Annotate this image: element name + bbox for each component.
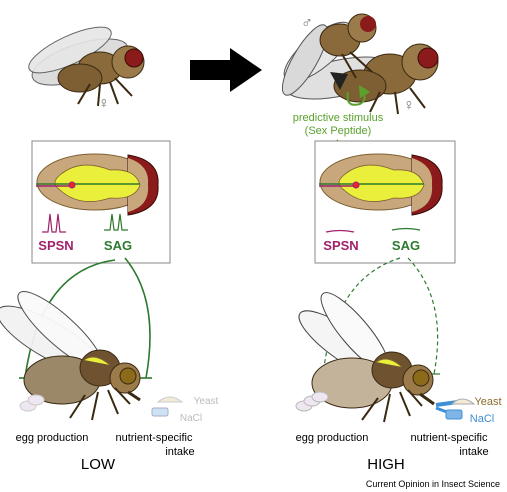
mated-fly-feeding — [295, 292, 476, 423]
low-state-label: LOW — [81, 456, 116, 473]
yeast-label-left: Yeast — [194, 396, 219, 407]
stimulus-label-line1: predictive stimulus — [293, 112, 384, 124]
mated-female-symbol: ♀ — [403, 97, 415, 114]
sag-to-intake-right — [407, 257, 439, 375]
male-symbol: ♂ — [301, 15, 313, 32]
sag-label-left: SAG — [104, 238, 132, 253]
brain-panel-left: SPSN SAG — [31, 140, 171, 264]
intake-label-right-2: intake — [459, 446, 488, 458]
yeast-label-right: Yeast — [474, 396, 501, 408]
virgin-female-symbol: ♀ — [98, 95, 110, 112]
mating-flies: ♂ ♀ — [281, 13, 439, 115]
sag-to-egg-right — [321, 257, 401, 387]
virgin-female-fly: ♀ — [28, 26, 145, 112]
intake-label-right-1: nutrient-specific — [410, 432, 488, 444]
nacl-label-right: NaCl — [470, 413, 494, 425]
spsn-label-left: SPSN — [38, 238, 73, 253]
stimulus-arrow — [346, 84, 371, 106]
virgin-fly-feeding — [0, 291, 184, 421]
sag-label-right: SAG — [392, 238, 420, 253]
stimulus-label-line2: (Sex Peptide) — [305, 125, 372, 137]
high-state-label: HIGH — [367, 456, 405, 473]
intake-label-left-1: nutrient-specific — [115, 432, 193, 444]
egg-production-label-right: egg production — [296, 432, 369, 444]
transition-arrow — [190, 48, 262, 92]
egg-production-label-left: egg production — [16, 432, 89, 444]
spsn-label-right: SPSN — [323, 238, 358, 253]
brain-panel-right: SPSN SAG — [314, 140, 456, 264]
intake-label-left-2: intake — [165, 446, 194, 458]
sag-to-intake-left — [124, 257, 151, 379]
journal-credit: Current Opinion in Insect Science — [366, 479, 500, 489]
sag-to-egg-left — [24, 259, 116, 379]
nacl-label-left: NaCl — [180, 413, 202, 424]
